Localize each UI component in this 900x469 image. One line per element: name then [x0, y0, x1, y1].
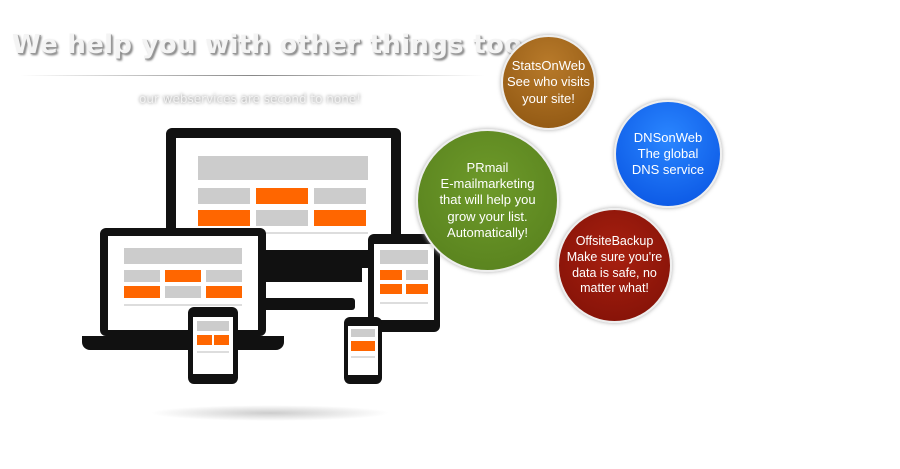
service-offsitebackup[interactable]: OffsiteBackup Make sure you're data is s… [557, 208, 672, 323]
page-title: We help you with other things too [12, 30, 523, 60]
service-statsonweb[interactable]: StatsOnWeb See who visits your site! [501, 35, 596, 130]
service-line: E-mailmarketing [440, 176, 535, 192]
service-line: See who visits [506, 74, 591, 90]
service-name: OffsiteBackup [575, 234, 654, 249]
service-dnsonweb[interactable]: DNSonWeb The global DNS service [614, 100, 722, 208]
service-name: PRmail [466, 159, 509, 175]
service-line: your site! [522, 90, 575, 106]
service-line: matter what! [580, 281, 649, 296]
service-name: StatsOnWeb [511, 58, 586, 74]
service-line: Make sure you're [566, 249, 663, 264]
service-line: The global [637, 145, 699, 161]
service-line: DNS service [631, 162, 705, 178]
service-prmail[interactable]: PRmail E-mailmarketing that will help yo… [416, 129, 559, 272]
phone [188, 307, 238, 384]
monitor-base [240, 298, 355, 310]
service-line: data is safe, no [572, 265, 657, 280]
laptop-base [82, 336, 284, 350]
subtitle: our webservices are second to none! [139, 92, 361, 106]
phone [344, 317, 382, 384]
service-line: that will help you [439, 192, 536, 208]
service-line: Automatically! [447, 224, 528, 240]
service-name: DNSonWeb [633, 129, 703, 145]
service-line: grow your list. [447, 208, 528, 224]
laptop [100, 228, 266, 336]
shadow [150, 405, 390, 421]
monitor-stand [262, 268, 362, 282]
tablet [368, 234, 440, 332]
divider [20, 75, 485, 76]
